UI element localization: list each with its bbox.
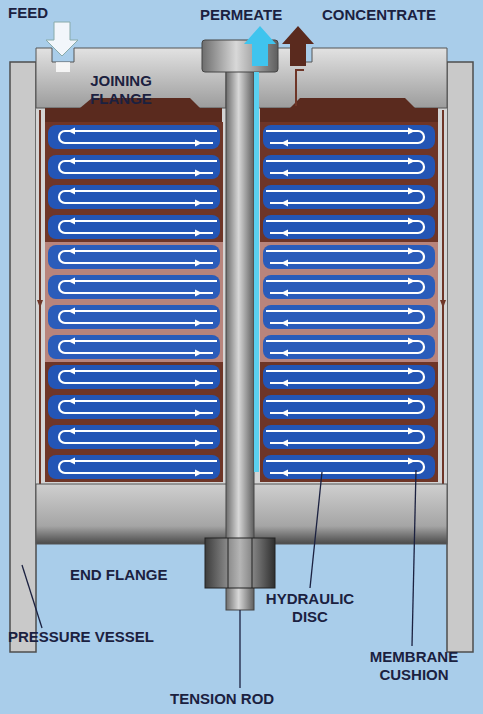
disc-row: [45, 122, 223, 152]
nut-edge: [252, 538, 253, 588]
part-label: PERMEATE: [200, 6, 300, 24]
disc-row: [260, 302, 438, 332]
disc-row: [45, 152, 223, 182]
disc-row: [260, 392, 438, 422]
nut-edge: [228, 538, 229, 588]
tension-rod: [226, 50, 254, 610]
feed-channel-line: [39, 110, 41, 485]
joining-flange: [254, 48, 447, 108]
rod-nut: [205, 538, 275, 588]
disc-row: [45, 332, 223, 362]
leader-line: [412, 470, 416, 646]
concentrate-channel: [296, 70, 304, 106]
pressure-vessel-wall: [10, 62, 36, 652]
pressure-vessel-wall: [447, 62, 473, 652]
top-disc: [45, 108, 222, 122]
part-label: MEMBRANE CUSHION: [352, 648, 476, 684]
disc-row: [260, 152, 438, 182]
leader-line: [22, 565, 42, 628]
disc-row: [45, 422, 223, 452]
part-label: END FLANGE: [70, 566, 200, 584]
disc-row: [45, 392, 223, 422]
feed-arrow: [46, 22, 78, 56]
part-label: HYDRAULIC DISC: [258, 590, 362, 626]
leader-line: [239, 610, 240, 688]
feed-port: [56, 62, 70, 72]
top-disc: [290, 98, 415, 108]
joining-flange: [36, 48, 226, 108]
part-label: TENSION ROD: [170, 690, 330, 708]
disc-row: [260, 452, 438, 482]
disc-row: [45, 272, 223, 302]
top-disc: [260, 108, 438, 122]
disc-row: [45, 362, 223, 392]
permeate-arrow: [244, 26, 276, 66]
disc-row: [260, 242, 438, 272]
disc-row: [260, 422, 438, 452]
disc-row: [45, 212, 223, 242]
disc-row: [260, 332, 438, 362]
disc-row: [260, 362, 438, 392]
part-label: JOINING FLANGE: [80, 72, 162, 108]
leader-line: [310, 472, 322, 588]
disc-row: [260, 182, 438, 212]
permeate-channel: [254, 72, 259, 472]
part-label: FEED: [8, 4, 68, 22]
feed-channel-line: [442, 110, 444, 485]
disc-row: [260, 272, 438, 302]
part-label: CONCENTRATE: [322, 6, 482, 24]
disc-row: [260, 212, 438, 242]
disc-row: [260, 122, 438, 152]
concentrate-arrow: [282, 26, 314, 66]
disc-row: [45, 452, 223, 482]
flow-arrowhead: [440, 300, 446, 308]
disc-row: [45, 182, 223, 212]
part-label: PRESSURE VESSEL: [8, 628, 208, 646]
flow-arrowhead: [37, 300, 43, 308]
disc-row: [45, 242, 223, 272]
disc-row: [45, 302, 223, 332]
